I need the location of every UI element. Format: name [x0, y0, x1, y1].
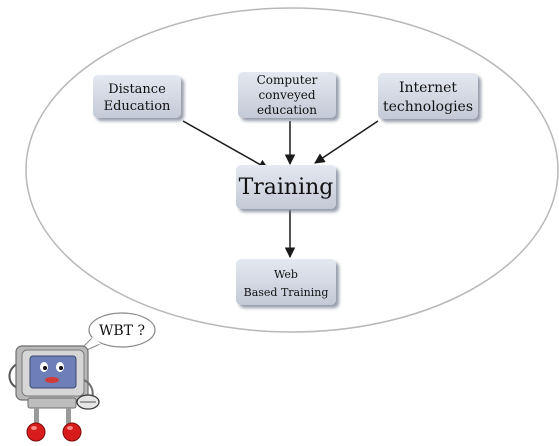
- node-label-line-3: education: [257, 103, 317, 117]
- node-label-line-1: Internet: [399, 80, 457, 96]
- node-computer-conveyed-education: Computer conveyed education: [238, 72, 336, 118]
- node-label-line-2: technologies: [383, 99, 473, 115]
- node-box: [378, 73, 478, 119]
- node-label-line-2: conveyed: [258, 88, 315, 102]
- node-internet-technologies: Internet technologies: [378, 73, 478, 119]
- edge-internet-to-training: [314, 120, 379, 164]
- node-box: [93, 75, 181, 118]
- node-distance-education: Distance Education: [93, 75, 181, 118]
- node-web-based-training: Web Based Training: [236, 259, 336, 305]
- computer-mascot-icon: [8, 345, 100, 442]
- node-label: Training: [239, 175, 334, 200]
- node-training: Training: [236, 165, 336, 209]
- node-label-line-1: Distance: [108, 82, 166, 97]
- node-label-line-2: Education: [104, 99, 171, 114]
- edge-distance-to-training: [182, 120, 269, 170]
- node-box: [236, 165, 336, 209]
- node-box: [238, 72, 336, 118]
- speech-bubble-text: WBT ?: [99, 323, 145, 339]
- node-label-line-1: Computer: [257, 73, 318, 87]
- speech-bubble-shape: [88, 312, 156, 348]
- node-label-line-1: Web: [274, 268, 298, 281]
- node-box: [236, 259, 336, 305]
- edges: [182, 120, 379, 259]
- node-label-line-2: Based Training: [244, 286, 329, 299]
